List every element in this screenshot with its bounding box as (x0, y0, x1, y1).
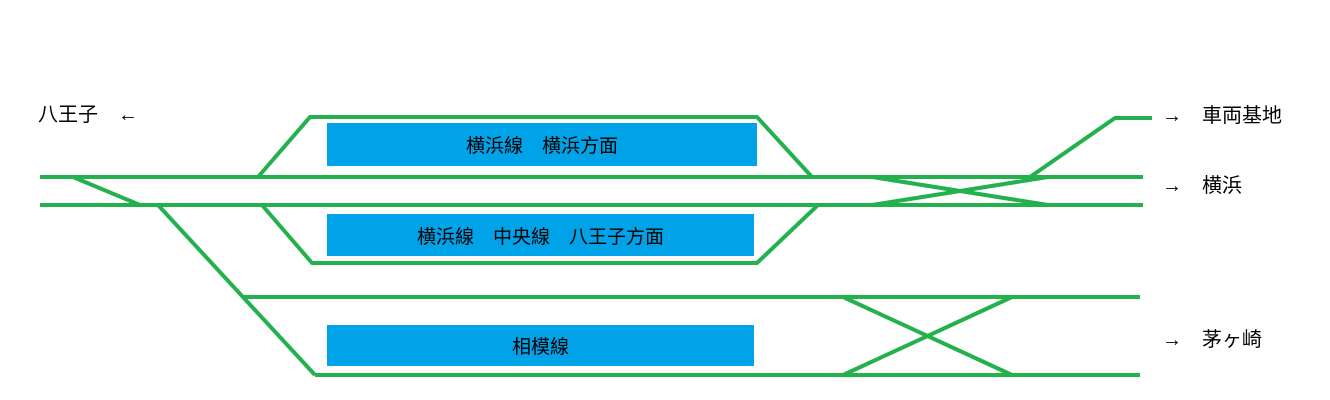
track-sagami-branch (156, 203, 317, 377)
track-right-crossover-up (871, 175, 1049, 207)
platform-yokohama-chuo-line-hachioji-direction: 横浜線 中央線 八王子方面 (327, 214, 754, 256)
platform-label: 横浜線 横浜方面 (465, 136, 618, 157)
platform-yokohama-line-yokohama-direction: 横浜線 横浜方面 (327, 123, 757, 166)
label-depot-direction: → 車両基地 (1162, 105, 1282, 127)
label-yokohama-direction: → 横浜 (1162, 175, 1242, 197)
track-sagami-crossover-up (842, 295, 1013, 377)
track-upper-siding (256, 115, 814, 179)
track-depot-branch (1028, 116, 1152, 179)
label-hachioji-direction: 八王子 ← (38, 104, 138, 126)
platform-sagami-line: 相模線 (327, 325, 754, 366)
label-chigasaki-direction: → 茅ヶ崎 (1162, 329, 1262, 351)
platform-label: 相模線 (511, 337, 569, 358)
track-left-crossover (72, 175, 141, 207)
platform-label: 横浜線 中央線 八王子方面 (416, 226, 664, 248)
track-middle-siding (260, 203, 820, 265)
